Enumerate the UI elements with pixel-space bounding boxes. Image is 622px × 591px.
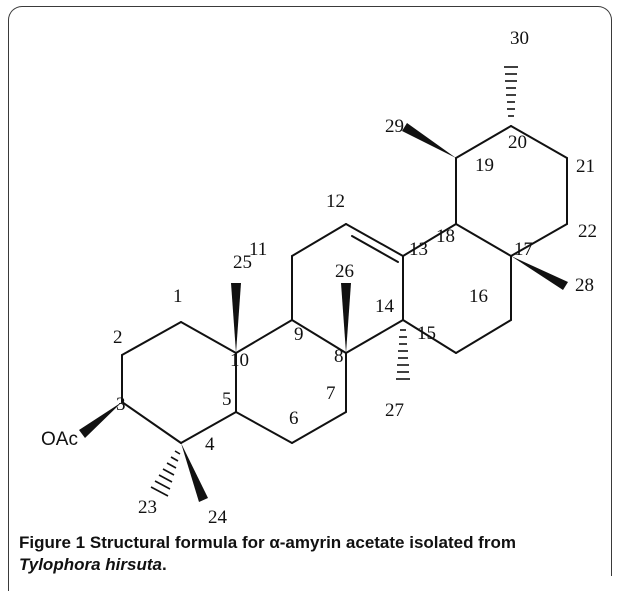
hash-14-27 [396, 329, 410, 380]
atom-numbers: 1 2 3 4 5 6 7 8 9 10 11 12 13 14 15 16 1… [113, 28, 597, 528]
atom-number-5: 5 [222, 389, 232, 410]
atom-number-1: 1 [173, 286, 183, 307]
bond-11-12 [291, 223, 347, 257]
bond-13-18 [402, 223, 457, 257]
wedge-10-25 [231, 283, 241, 353]
atom-number-17: 17 [514, 239, 533, 260]
figure-caption: Figure 1 Structural formula for α-amyrin… [19, 532, 609, 576]
atom-number-24: 24 [208, 507, 228, 528]
atom-number-9: 9 [294, 324, 304, 345]
bond-12-13 [345, 223, 404, 257]
figure-frame [8, 6, 612, 576]
atom-number-28: 28 [575, 275, 594, 296]
atom-number-19: 19 [475, 155, 494, 176]
bond-22-17 [510, 223, 568, 257]
wedge-17-28 [511, 256, 568, 290]
atom-number-8: 8 [334, 346, 344, 367]
atom-number-4: 4 [205, 434, 215, 455]
wedge-bonds [79, 123, 568, 502]
bond-9-8 [291, 319, 347, 354]
atom-number-25: 25 [233, 252, 252, 273]
bond-12-13-double [351, 235, 399, 263]
atom-number-21: 21 [576, 156, 595, 177]
atom-number-3: 3 [116, 394, 126, 415]
atom-number-15: 15 [417, 323, 436, 344]
atom-number-10: 10 [230, 350, 249, 371]
atom-number-7: 7 [326, 383, 336, 404]
bond-10-9 [235, 319, 293, 354]
atom-number-13: 13 [409, 239, 428, 260]
atom-number-2: 2 [113, 327, 123, 348]
figure-caption-end: . [161, 555, 167, 574]
atom-number-20: 20 [508, 132, 527, 153]
bond-20-21 [510, 125, 568, 159]
atom-number-26: 26 [335, 261, 354, 282]
bond-15-14 [402, 319, 457, 354]
atom-number-22: 22 [578, 221, 597, 242]
bond-1-10 [180, 321, 237, 354]
figure-caption-species: Tylophora hirsuta [19, 555, 162, 574]
hashed-bonds [150, 66, 518, 497]
atom-number-16: 16 [469, 286, 488, 307]
atom-number-29: 29 [385, 116, 404, 137]
wedge-8-26 [341, 283, 351, 353]
atom-number-14: 14 [375, 296, 395, 317]
bond-14-8 [345, 319, 404, 354]
atom-number-30: 30 [510, 28, 529, 49]
ring-bonds [121, 125, 568, 444]
wedge-3-oac [79, 402, 122, 438]
bond-19-20 [455, 125, 512, 159]
figure-frame-edge [8, 570, 9, 591]
bond-2-1 [121, 321, 182, 356]
oac-substituent: OAc [41, 429, 78, 450]
hash-4-23 [150, 450, 181, 497]
atom-number-23: 23 [138, 497, 157, 518]
bond-4-3 [121, 401, 182, 444]
bond-7-6 [291, 411, 347, 444]
atom-number-27: 27 [385, 400, 404, 421]
bond-18-17 [455, 223, 512, 257]
figure-label: Figure 1 [19, 533, 86, 552]
atom-number-12: 12 [326, 191, 345, 212]
atom-number-18: 18 [436, 226, 455, 247]
figure-caption-text: Structural formula for α-amyrin acetate … [89, 533, 516, 552]
hash-20-30 [504, 66, 518, 117]
wedge-19-29 [402, 123, 456, 158]
bond-16-15 [455, 319, 512, 354]
atom-number-11: 11 [249, 239, 267, 260]
bond-5-4 [180, 411, 237, 444]
bond-6-5 [235, 411, 293, 444]
atom-number-6: 6 [289, 408, 299, 429]
wedge-4-24 [181, 443, 208, 502]
